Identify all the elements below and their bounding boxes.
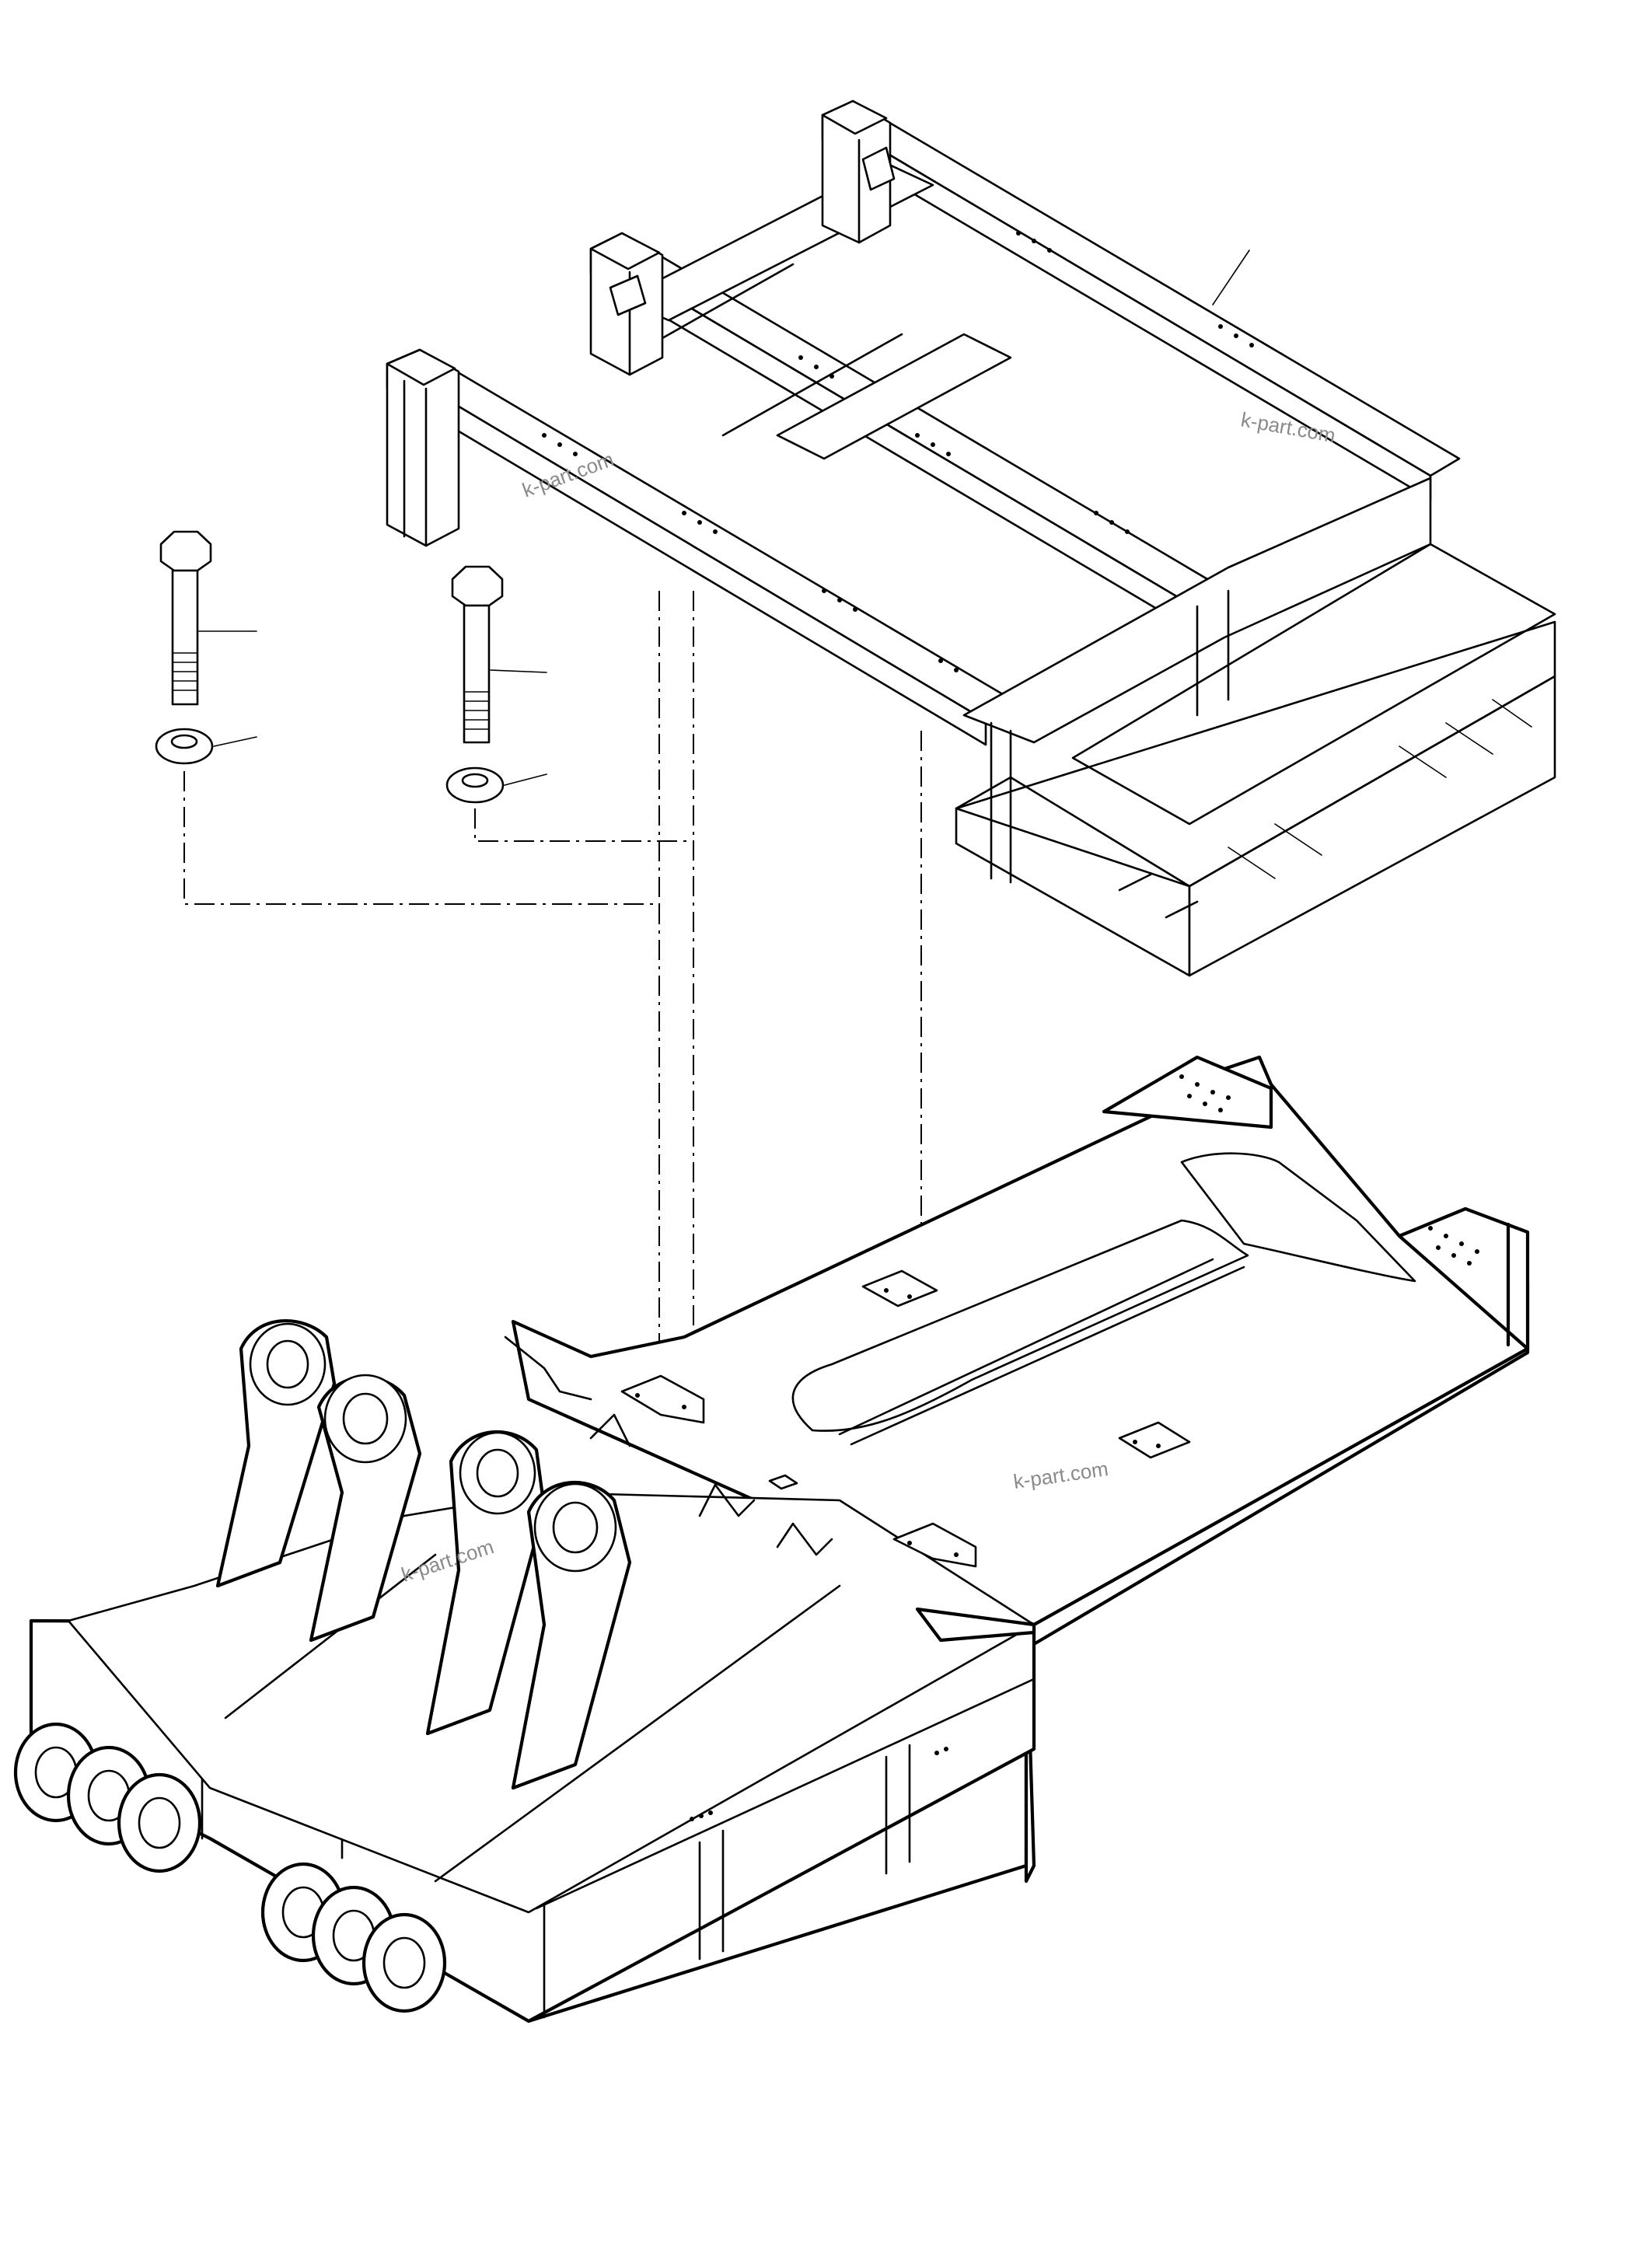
washer-right bbox=[445, 766, 547, 804]
base-frame bbox=[13, 1055, 1530, 2023]
upper-frame bbox=[386, 100, 1556, 977]
bolt-long bbox=[159, 530, 257, 706]
front-lugs bbox=[13, 1722, 447, 2013]
boom-mount-lugs bbox=[215, 1319, 632, 1790]
washer-left bbox=[155, 728, 257, 765]
bolt-short bbox=[451, 565, 547, 744]
